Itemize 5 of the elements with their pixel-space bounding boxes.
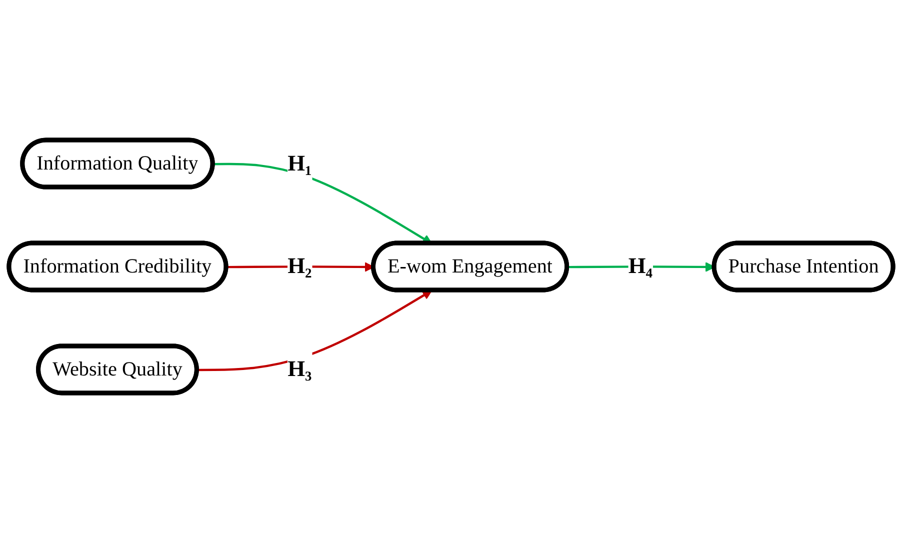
edge-label: H₄ <box>628 254 652 279</box>
edge-label: H₁ <box>288 151 312 176</box>
arrow <box>197 290 432 372</box>
edge-label: H₃ <box>288 357 312 382</box>
edge-label: H₂ <box>288 254 312 279</box>
